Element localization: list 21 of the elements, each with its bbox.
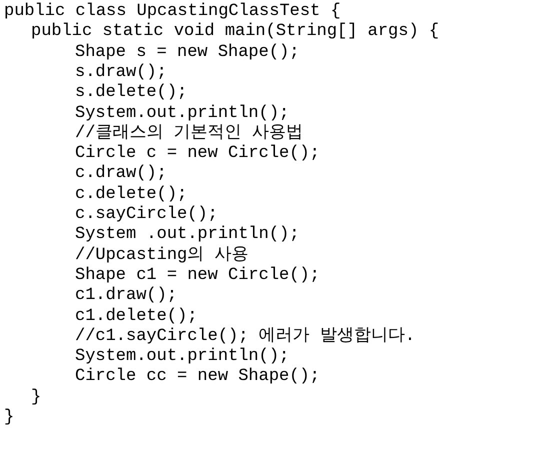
code-line: public static void main(String[] args) { [31, 22, 440, 42]
code-line: s.delete(); [75, 83, 188, 104]
code-line: c1.delete(); [75, 306, 198, 326]
code-line: c.sayCircle(); [75, 205, 218, 225]
code-line: c.delete(); [75, 184, 188, 205]
code-line: public class UpcastingClassTest { [4, 2, 341, 22]
code-line: System .out.println(); [75, 225, 300, 246]
code-line: c1.draw(); [75, 286, 178, 306]
code-line: c.draw(); [75, 164, 167, 184]
code-line: Shape s = new Shape(); [75, 42, 300, 63]
code-line: Circle cc = new Shape(); [75, 367, 320, 388]
code-comment: //클래스의 기본적인 사용법 [75, 124, 303, 144]
code-line: } [31, 388, 42, 408]
code-comment: //Upcasting의 사용 [75, 246, 248, 266]
code-line: System.out.println(); [75, 104, 290, 124]
code-line: } [4, 408, 14, 428]
code-line: System.out.println(); [75, 347, 290, 368]
code-line: s.draw(); [75, 62, 167, 83]
code-line: Circle c = new Circle(); [75, 144, 320, 164]
code-line: Shape c1 = new Circle(); [75, 266, 320, 286]
code-comment: //c1.sayCircle(); 에러가 발생합니다. [75, 326, 416, 347]
